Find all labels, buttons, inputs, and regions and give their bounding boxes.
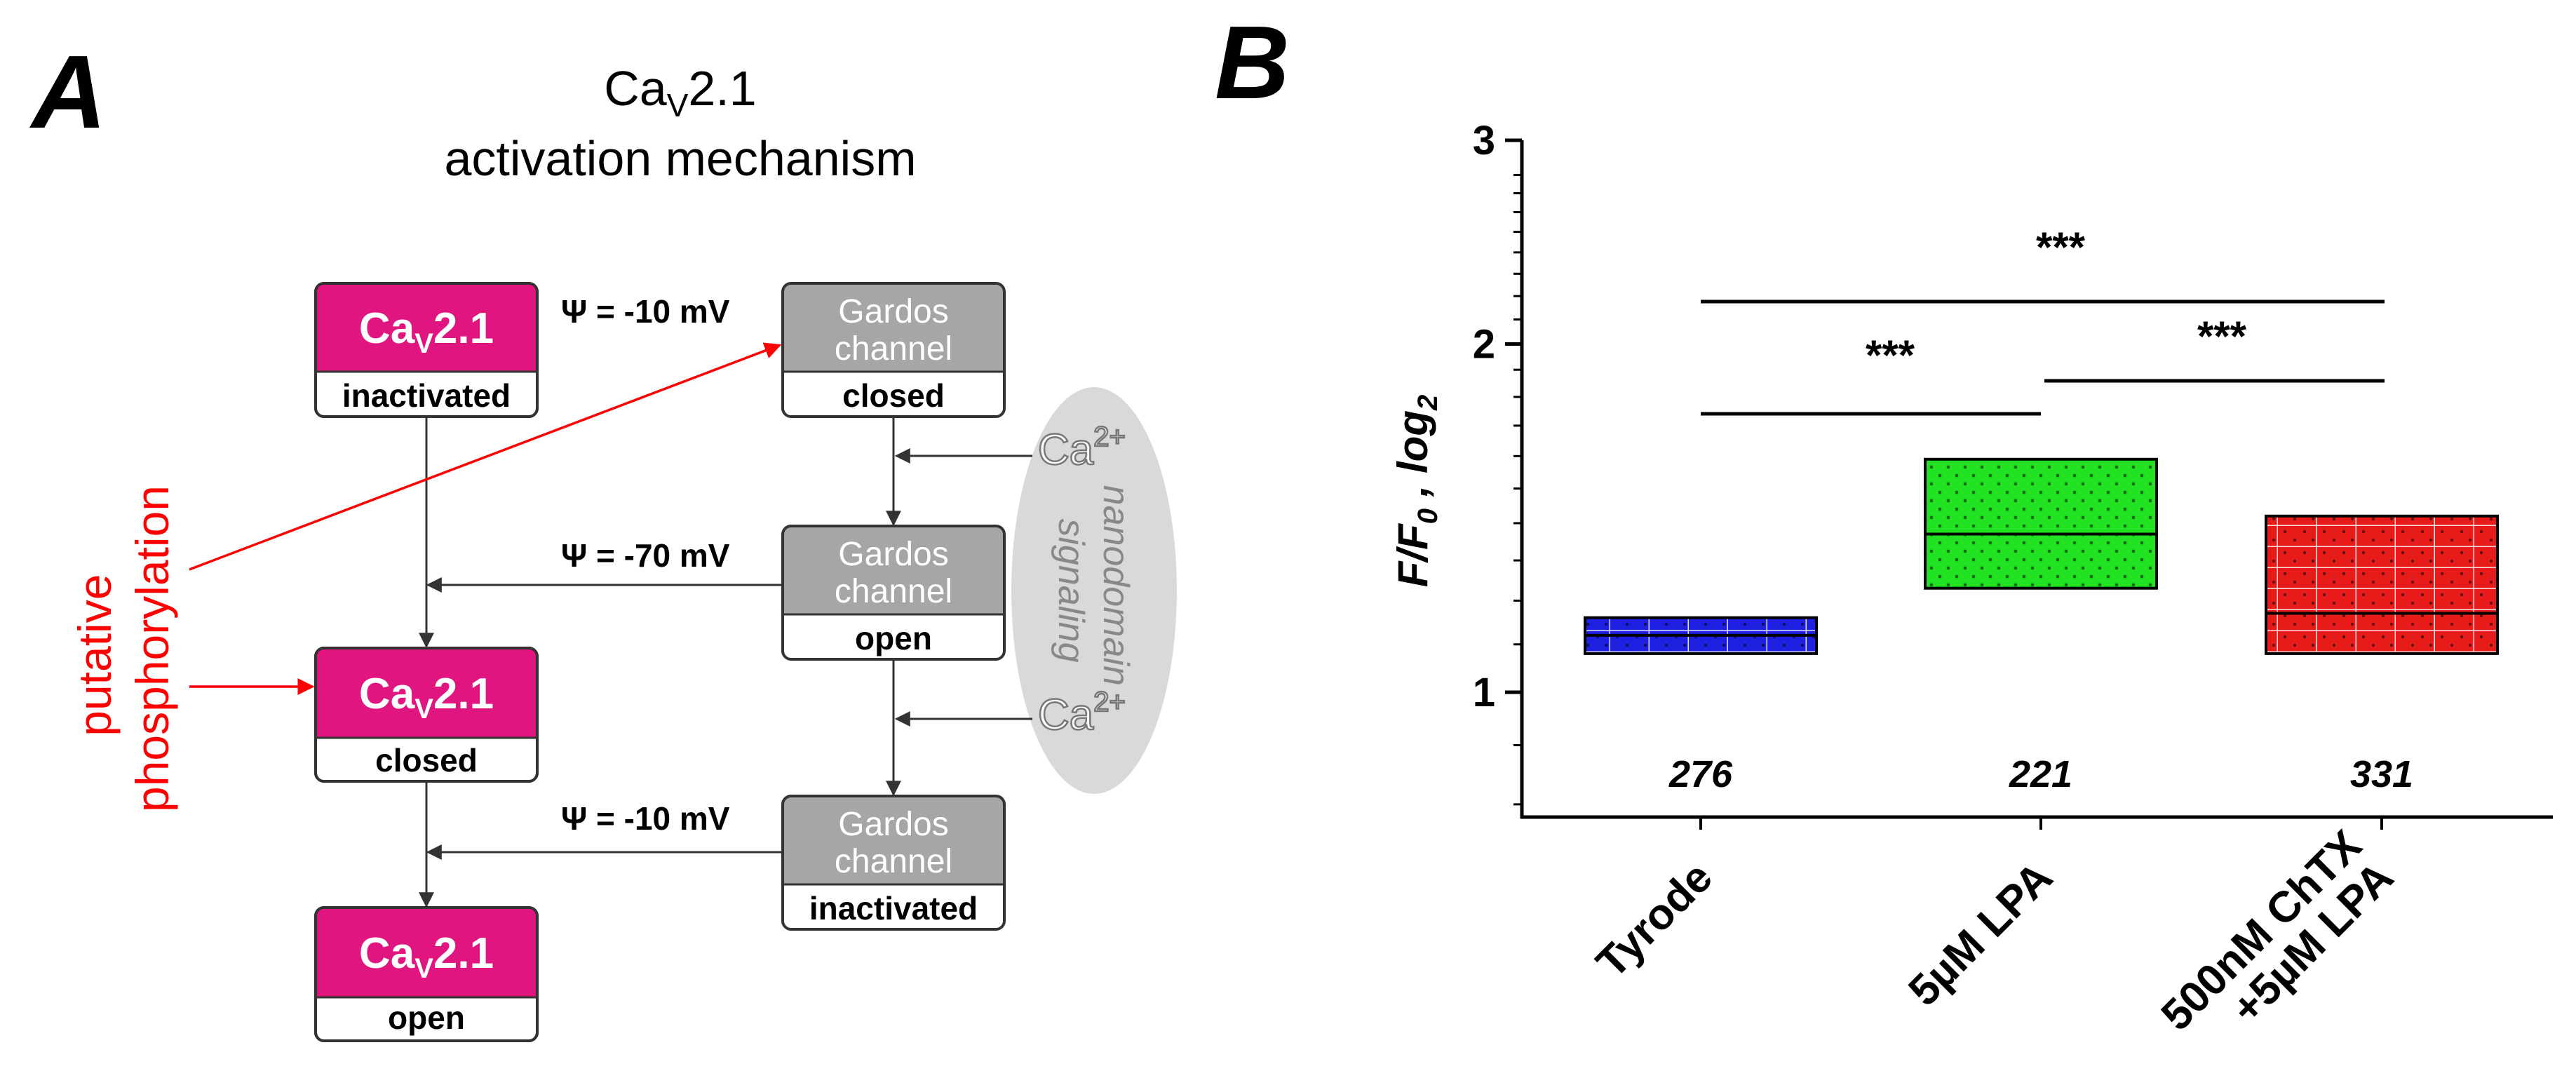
n-label: 221 <box>2009 753 2072 795</box>
panel-b-letter: B <box>1215 5 1290 121</box>
svg-text:inactivated: inactivated <box>342 377 511 414</box>
nanodomain-label: nanodomain signaling <box>1051 485 1136 696</box>
svg-text:closed: closed <box>375 742 478 778</box>
svg-text:closed: closed <box>842 377 945 414</box>
cav-box-open: CaV2.1 open <box>314 906 539 1042</box>
panel-a-title-line2: activation mechanism <box>444 131 916 186</box>
y-tick-label: 3 <box>1473 118 1495 163</box>
red-arrow-to-gardos <box>189 342 782 571</box>
svg-text:channel: channel <box>835 330 952 368</box>
svg-text:open: open <box>388 999 465 1036</box>
box-pattern <box>2266 515 2497 654</box>
svg-text:Gardos: Gardos <box>838 293 948 330</box>
y-tick-label: 1 <box>1473 670 1495 715</box>
y-axis-label: F/F0 , log2 <box>1389 395 1443 587</box>
n-label: 276 <box>1668 753 1733 795</box>
box-outline <box>2265 514 2499 655</box>
svg-text:Gardos: Gardos <box>838 806 948 843</box>
svg-text:CaV2.1: CaV2.1 <box>359 670 494 724</box>
svg-text:CaV2.1: CaV2.1 <box>359 304 494 359</box>
x-tick-label: 5µM LPA <box>1899 853 2062 1016</box>
nanodomain-ellipse <box>1011 387 1177 794</box>
gardos-box-open: Gardos channel open <box>781 525 1006 661</box>
gardos-box-inactivated: Gardos channel inactivated <box>781 795 1006 931</box>
ca-ion-upper: Ca2+ <box>1038 422 1126 474</box>
potential-label-2: Ψ = -70 mV <box>561 537 730 574</box>
potential-label-3: Ψ = -10 mV <box>561 800 730 837</box>
gardos-box-closed: Gardos channel closed <box>781 282 1006 418</box>
panel-a-letter: A <box>29 34 107 150</box>
svg-text:Gardos: Gardos <box>838 536 948 573</box>
significance-label: *** <box>2036 224 2086 271</box>
y-tick-label: 2 <box>1473 321 1495 367</box>
potential-label-1: Ψ = -10 mV <box>561 293 730 330</box>
svg-text:inactivated: inactivated <box>809 890 978 926</box>
svg-text:channel: channel <box>835 843 952 880</box>
ca-ion-lower: Ca2+ <box>1038 687 1126 739</box>
svg-text:open: open <box>855 620 932 656</box>
box-pattern <box>1925 459 2157 588</box>
x-tick-label: Tyrode <box>1587 853 1722 987</box>
panel-a-title-line1: CaV2.1 <box>604 61 756 123</box>
box-outline <box>1924 457 2158 590</box>
x-tick-label: 500nM ChTX+5µM LPA <box>2152 821 2403 1072</box>
cav-box-inactivated: CaV2.1 inactivated <box>314 282 539 418</box>
panel-a: A CaV2.1 activation mechanism nanodomain… <box>29 34 1177 1042</box>
putative-phosphorylation-label: putative phosphorylation <box>69 485 178 812</box>
svg-text:channel: channel <box>835 573 952 610</box>
cav-box-closed: CaV2.1 closed <box>314 647 539 783</box>
n-label: 331 <box>2350 753 2413 795</box>
significance-label: *** <box>1866 332 1915 379</box>
svg-text:CaV2.1: CaV2.1 <box>359 929 494 984</box>
significance-label: *** <box>2197 313 2247 360</box>
